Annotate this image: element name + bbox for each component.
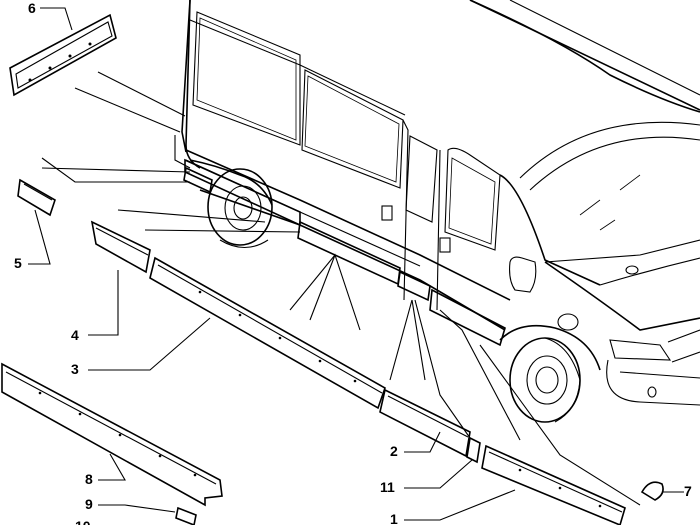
callout-2: 2: [390, 443, 398, 459]
callout-8: 8: [85, 471, 93, 487]
part-6-panel: [9, 13, 117, 97]
exploded-parts: [1, 13, 664, 525]
part-4-moulding: [90, 220, 151, 274]
callout-1: 1: [390, 511, 398, 525]
part-2-moulding: [379, 388, 471, 458]
part-1-moulding: [481, 444, 626, 525]
callout-3: 3: [71, 361, 79, 377]
callout-10: 10: [75, 518, 91, 525]
callout-11: 11: [380, 479, 395, 495]
callout-6: 6: [28, 0, 36, 16]
callout-4: 4: [71, 327, 79, 343]
part-5-end-cap: [17, 178, 56, 217]
callout-5: 5: [14, 255, 22, 271]
projection-lines: [41, 71, 641, 506]
part-7-clip: [640, 481, 664, 501]
van-illustration: [174, 0, 700, 423]
callout-9: 9: [85, 496, 93, 512]
part-3-moulding: [149, 256, 386, 410]
part-8-moulding: [1, 362, 223, 507]
callouts: 6 5 4 3 8 9 10 2 11 1 7: [14, 0, 692, 525]
part-11-joiner: [466, 436, 481, 464]
installed-mouldings: [183, 158, 506, 347]
part-9-clip: [175, 506, 197, 525]
callout-7: 7: [684, 483, 692, 499]
